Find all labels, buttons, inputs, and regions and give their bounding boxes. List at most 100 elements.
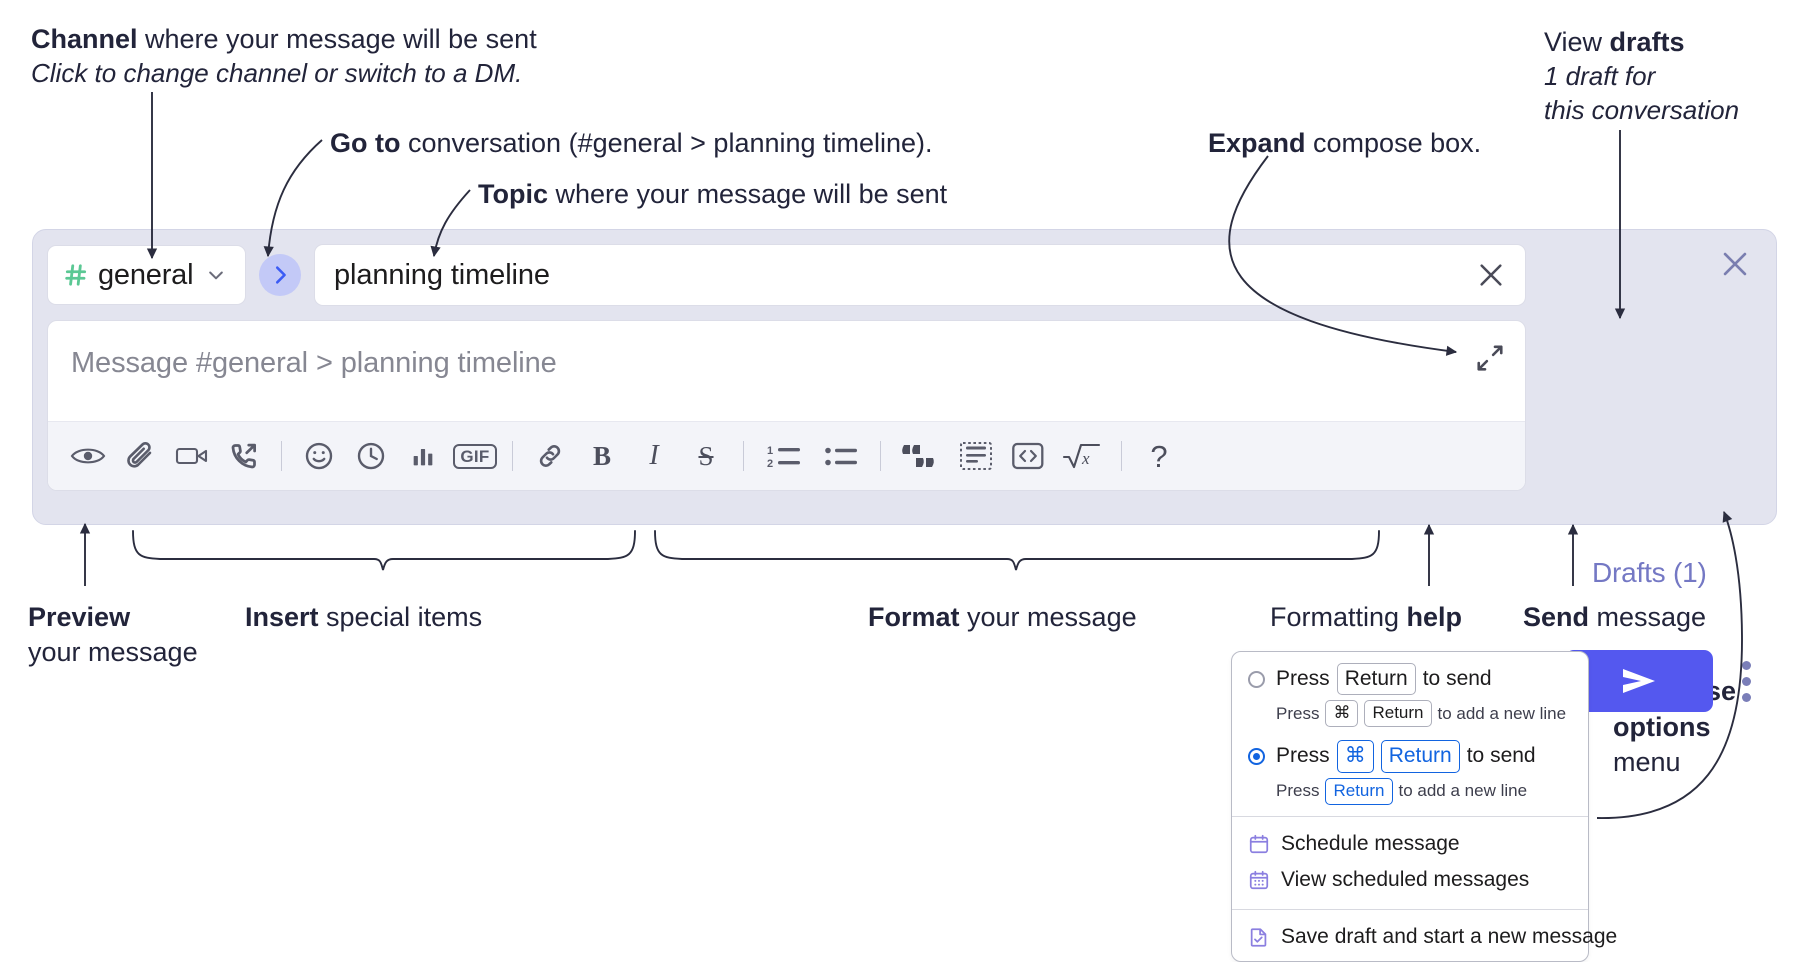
annotation-send: Send message bbox=[1523, 600, 1706, 635]
reminder-button[interactable] bbox=[345, 432, 397, 480]
menu-option-label: Press Return to send bbox=[1276, 663, 1492, 696]
menu-sub-pre: Press bbox=[1276, 703, 1320, 723]
annotation-goto: Go to conversation (#general > planning … bbox=[330, 126, 933, 161]
inline-code-button[interactable] bbox=[1002, 432, 1054, 480]
annotation-help-pre: Formatting bbox=[1270, 602, 1407, 632]
radio-selected[interactable] bbox=[1248, 747, 1265, 765]
send-paper-plane-icon bbox=[1623, 669, 1655, 693]
separator-1 bbox=[281, 441, 282, 471]
bulleted-list-button[interactable] bbox=[813, 432, 869, 480]
menu-item-label: Save draft and start a new message bbox=[1281, 924, 1618, 948]
menu-spacer bbox=[1232, 727, 1588, 740]
annotation-goto-rest: conversation (#general > planning timeli… bbox=[400, 128, 933, 158]
annotation-channel-bold: Channel bbox=[31, 24, 138, 54]
annotation-topic: Topic where your message will be sent bbox=[478, 177, 947, 212]
preview-button[interactable] bbox=[62, 432, 114, 480]
smiley-icon bbox=[305, 442, 333, 470]
formatting-toolbar: GIF B I bbox=[48, 421, 1525, 490]
expand-compose-button[interactable] bbox=[1475, 343, 1505, 373]
menu-item-view-scheduled-messages[interactable]: View scheduled messages bbox=[1232, 862, 1588, 898]
code-block-button[interactable] bbox=[950, 432, 1002, 480]
menu-sub-post: to add a new line bbox=[1437, 703, 1567, 723]
italic-button[interactable]: I bbox=[628, 432, 680, 480]
annotation-preview-bold: Preview bbox=[28, 602, 131, 632]
link-icon bbox=[539, 445, 561, 467]
drafts-link[interactable]: Drafts (1) bbox=[1592, 557, 1707, 588]
expand-arrows-icon bbox=[1477, 345, 1503, 371]
gif-button[interactable]: GIF bbox=[449, 432, 501, 480]
close-compose-button[interactable] bbox=[1718, 247, 1752, 281]
key-command: ⌘ bbox=[1325, 700, 1359, 728]
menu-item-save-draft[interactable]: Save draft and start a new message bbox=[1232, 919, 1617, 955]
channel-name: general bbox=[98, 258, 194, 291]
menu-option-pre: Press bbox=[1276, 744, 1330, 768]
annotation-format-bold: Format bbox=[868, 602, 960, 632]
question-mark-icon: ? bbox=[1150, 438, 1168, 474]
menu-item-label: Schedule message bbox=[1281, 831, 1460, 855]
radio-unselected[interactable] bbox=[1248, 670, 1265, 688]
annotation-help: Formatting help bbox=[1270, 600, 1462, 635]
annotation-expand-rest: compose box. bbox=[1305, 128, 1482, 158]
channel-picker[interactable]: general bbox=[47, 245, 246, 305]
annotation-compose-bold2: options bbox=[1613, 711, 1711, 742]
message-input-area[interactable]: Message #general > planning timeline bbox=[47, 320, 1526, 491]
annotation-compose-rest: menu bbox=[1613, 747, 1681, 778]
kebab-dot bbox=[1741, 692, 1751, 702]
code-block-icon bbox=[960, 442, 992, 470]
emoji-button[interactable] bbox=[293, 432, 345, 480]
menu-option-post: to send bbox=[1422, 667, 1492, 691]
strikethrough-button[interactable]: S bbox=[680, 432, 732, 480]
strikethrough-label: S bbox=[698, 440, 714, 471]
annotation-drafts: View drafts 1 draft for this conversatio… bbox=[1544, 25, 1739, 128]
key-return: Return bbox=[1364, 700, 1432, 728]
annotation-insert-rest: special items bbox=[318, 602, 483, 632]
annotation-send-bold: Send bbox=[1523, 602, 1590, 632]
svg-text:1: 1 bbox=[767, 445, 773, 457]
annotation-drafts-line3: this conversation bbox=[1544, 94, 1740, 125]
menu-sub-post: to add a new line bbox=[1398, 781, 1528, 801]
annotation-send-rest: message bbox=[1589, 602, 1707, 632]
annotation-insert: Insert special items bbox=[245, 600, 482, 635]
compose-inner: general planning timeline bbox=[47, 244, 1526, 491]
key-return: Return bbox=[1325, 777, 1393, 805]
calendar-icon bbox=[1249, 834, 1269, 853]
brace-format bbox=[654, 530, 1380, 571]
quote-icon bbox=[902, 445, 934, 467]
compose-options-button[interactable] bbox=[1733, 655, 1759, 707]
bold-label: B bbox=[592, 440, 611, 471]
annotation-format-rest: your message bbox=[959, 602, 1137, 632]
code-brackets-icon bbox=[1012, 442, 1044, 470]
ordered-list-button[interactable]: 1 2 bbox=[755, 432, 813, 480]
close-icon[interactable] bbox=[1475, 259, 1507, 291]
math-button[interactable]: x bbox=[1054, 432, 1110, 480]
calendar-grid-icon bbox=[1249, 870, 1269, 889]
menu-option-cmd-return-to-send[interactable]: Press ⌘ Return to send bbox=[1232, 740, 1588, 773]
video-clip-button[interactable] bbox=[166, 432, 218, 480]
menu-option-sub-1: Press ⌘ Return to add a new line bbox=[1232, 700, 1588, 728]
menu-option-post: to send bbox=[1466, 744, 1536, 768]
menu-item-schedule-message[interactable]: Schedule message bbox=[1232, 826, 1588, 862]
annotation-drafts-line2: 1 draft for bbox=[1544, 61, 1656, 92]
bar-chart-icon bbox=[413, 449, 433, 466]
phone-arrow-icon bbox=[231, 443, 256, 469]
menu-divider bbox=[1232, 908, 1588, 910]
message-input-placeholder: Message #general > planning timeline bbox=[71, 347, 557, 379]
blockquote-button[interactable] bbox=[892, 432, 950, 480]
key-return: Return bbox=[1380, 740, 1460, 773]
hash-icon bbox=[65, 264, 87, 286]
go-to-conversation-button[interactable] bbox=[259, 254, 301, 296]
clock-icon bbox=[357, 442, 385, 470]
annotation-channel-line2: Click to change channel or switch to a D… bbox=[31, 58, 523, 89]
annotation-expand-bold: Expand bbox=[1208, 128, 1306, 158]
formatting-help-button[interactable]: ? bbox=[1133, 432, 1185, 480]
svg-text:x: x bbox=[1081, 449, 1090, 468]
attach-button[interactable] bbox=[114, 432, 166, 480]
link-button[interactable] bbox=[524, 432, 576, 480]
poll-button[interactable] bbox=[397, 432, 449, 480]
menu-option-return-to-send[interactable]: Press Return to send bbox=[1232, 663, 1588, 696]
bold-button[interactable]: B bbox=[576, 432, 628, 480]
audio-clip-button[interactable] bbox=[218, 432, 270, 480]
annotation-topic-bold: Topic bbox=[478, 179, 548, 209]
topic-field[interactable]: planning timeline bbox=[314, 244, 1526, 306]
menu-option-label: Press ⌘ Return to send bbox=[1276, 740, 1536, 773]
